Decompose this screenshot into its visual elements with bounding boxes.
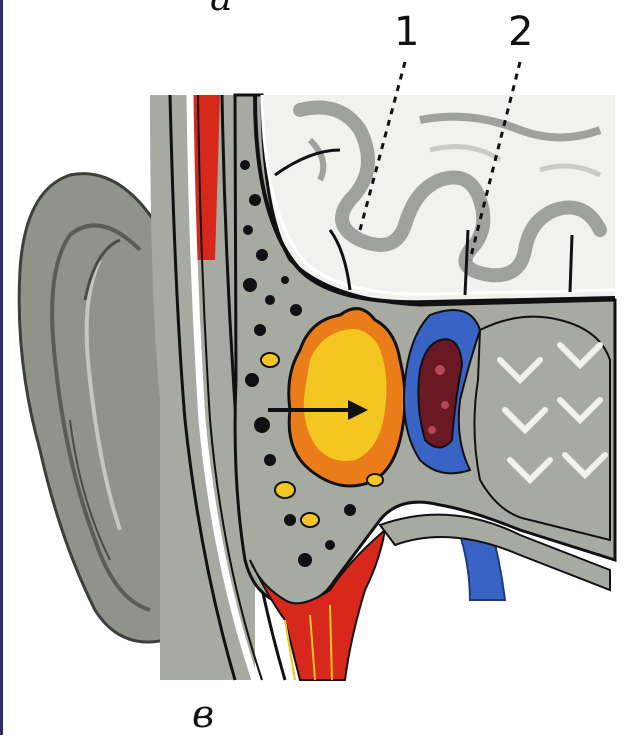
pointer-label-1: 1	[394, 12, 419, 52]
figure-letter-bottom: в	[192, 695, 214, 733]
figure-letter-top: а	[210, 0, 233, 16]
brain-gyri	[255, 95, 615, 300]
pointer-label-2: 2	[508, 12, 533, 52]
